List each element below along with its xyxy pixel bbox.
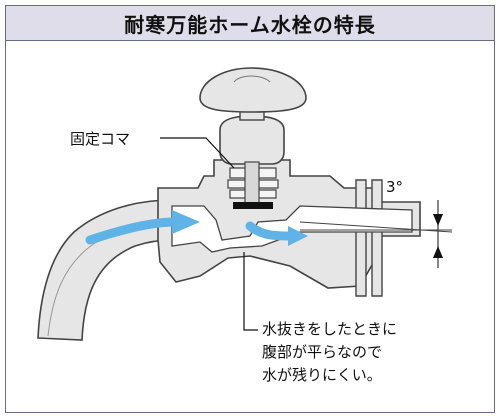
fixed-piece-leader [160,137,235,169]
fixed-piece-label: 固定コマ [70,130,131,148]
flow-arrow-inlet-head [172,210,200,234]
valve-seat [233,202,273,209]
flow-arrow-outlet [245,221,295,241]
note-leader [243,252,258,331]
note-line: 腹部が平らなので [262,343,383,361]
angle-arrow-top [433,214,443,226]
note-line: 水が残りにくい。 [262,366,382,384]
angle-line-slope [299,221,453,233]
angle-arrow-bottom [433,246,443,258]
fixed-piece [227,161,279,207]
flow-arrow-outlet-head [288,226,308,246]
drain-note: 水抜きをしたときに 腹部が平らなので 水が残りにくい。 [262,318,397,387]
handle-knob [199,67,307,113]
title-bar: 耐寒万能ホーム水栓の特長 [6,6,494,41]
angle-label: 3° [386,178,404,196]
flow-arrow-inlet [85,217,180,245]
note-line: 水抜きをしたときに [262,320,398,338]
valve-bonnet [219,115,285,165]
diagram-title: 耐寒万能ホーム水栓の特長 [124,12,376,37]
